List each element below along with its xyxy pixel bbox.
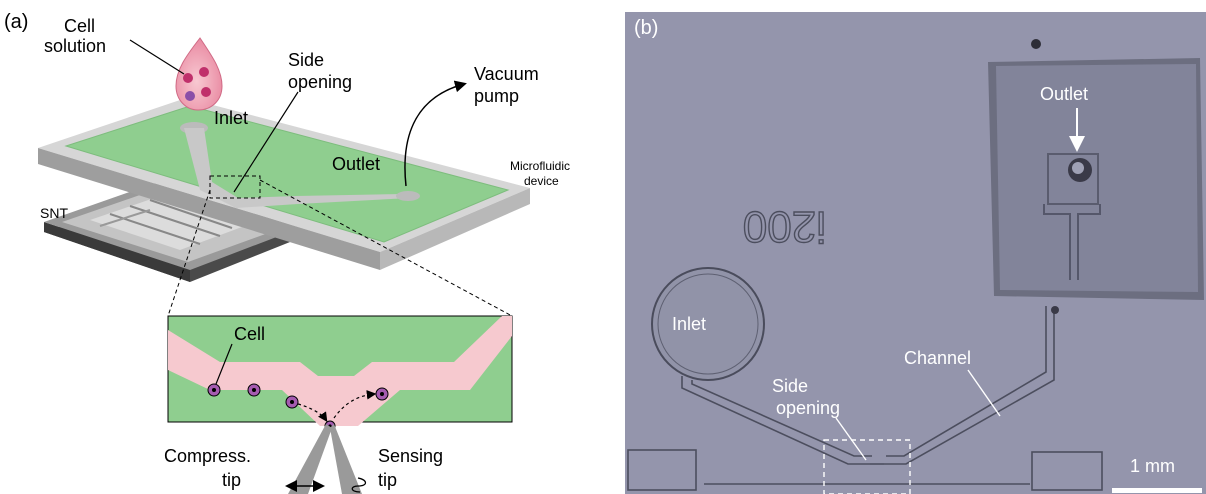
side-opening-b-pointer [835,417,867,461]
inset-cell-label: Cell [234,324,265,344]
zoom-region [209,175,261,199]
compress-tip-line2: tip [222,470,241,490]
microfluidic-device-line1: Microfluidic [510,159,570,173]
side-opening-b-line2: opening [776,398,840,418]
cell-path-out [333,390,377,419]
vacuum-pump-line1: Vacuum [474,64,539,84]
outlet-block [988,39,1204,300]
side-opening-line2: opening [288,72,352,92]
cell-solution-line2: solution [44,36,106,56]
sensing-tip [330,424,362,494]
inlet-circle [651,267,765,381]
side-opening-pointer [233,91,299,193]
panel-a-label: (a) [4,11,28,33]
outlet-label: Outlet [332,154,380,174]
scale-bar [1112,488,1202,493]
outlet-label-b: Outlet [1040,84,1088,104]
inset [167,315,513,426]
microfluidic-device-line2: device [524,174,559,188]
inlet-label-b: Inlet [672,314,706,334]
bottom-features [627,449,1103,491]
side-opening-line1: Side [288,50,324,70]
vacuum-arrow [404,80,467,187]
snt-chip [44,182,300,282]
side-opening-box [823,439,911,494]
compress-tip [288,424,332,494]
vacuum-pump-line2: pump [474,86,519,106]
sensing-tip-line2: tip [378,470,397,490]
cell-path-in [297,403,328,422]
cell-solution-line1: Cell [64,16,95,36]
panel-b-label: (b) [634,17,658,39]
channel-pointer [967,369,1001,417]
snt-label: SNT [40,205,68,221]
scale-bar-label: 1 mm [1130,456,1175,476]
sensing-tip-line1: Sensing [378,446,443,466]
cell-solution-droplet [175,37,223,111]
compress-tip-line1: Compress. [164,446,251,466]
cell-solution-pointer [129,39,185,75]
side-opening-b-line1: Side [772,376,808,396]
panel-b: (b) Outlet i200 Inlet [625,12,1206,494]
etched-text: i200 [743,202,826,251]
inlet-label: Inlet [214,108,248,128]
inset-cell-pointer [215,343,233,385]
channel-label-b: Channel [904,348,971,368]
microfluidic-device [38,98,530,270]
panel-a: (a) SNT Microfluidic de [4,11,570,494]
sensing-motion-icon [351,477,367,493]
